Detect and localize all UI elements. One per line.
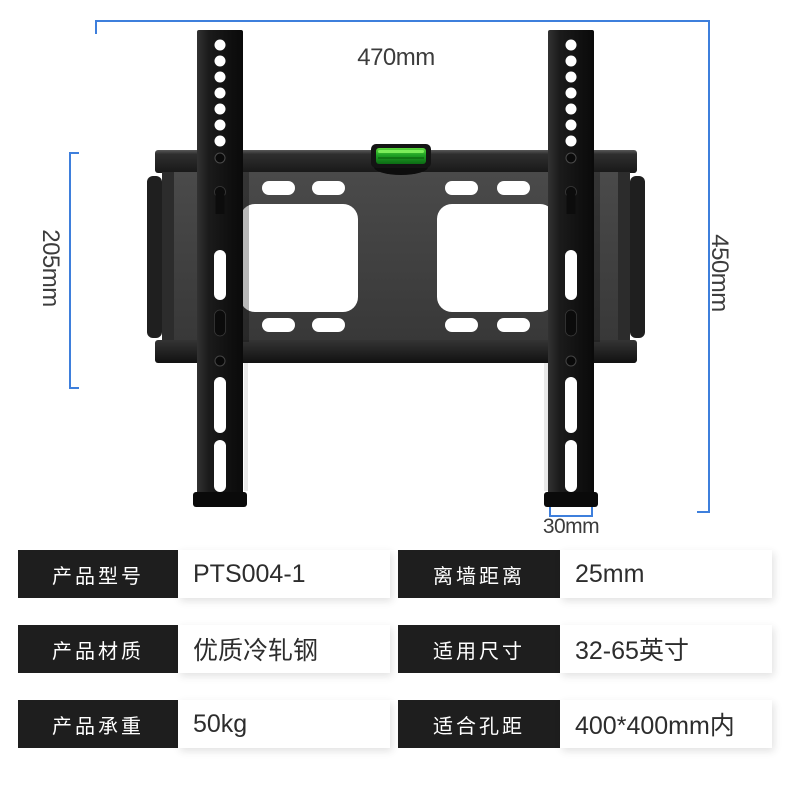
bubble-level-icon [371,144,431,175]
spec-value-wall-distance: 25mm [560,550,772,598]
spec-value-material: 优质冷轧钢 [178,625,390,673]
spec-label-wall-distance: 离墙距离 [398,550,560,598]
dimension-label-arm: 30mm [542,515,600,538]
dim-line-top-right [95,20,710,513]
spec-label-model: 产品型号 [18,550,178,598]
spec-label-hole-pitch: 适合孔距 [398,700,560,748]
left-rail [193,30,247,507]
spec-label-load: 产品承重 [18,700,178,748]
spec-label-material: 产品材质 [18,625,178,673]
dimension-lines [69,20,710,517]
right-flange [630,176,645,338]
right-cutout [437,204,555,312]
dim-line-left [69,152,79,389]
left-flange [147,176,162,338]
mount-slots [262,181,530,332]
dimension-label-left: 205mm [37,229,64,307]
dimension-label-right: 450mm [706,234,733,312]
spec-value-load: 50kg [178,700,390,748]
dimension-label-top: 470mm [357,44,435,71]
spec-label-fit-size: 适用尺寸 [398,625,560,673]
dim-line-arm [549,507,593,517]
spec-value-fit-size: 32-65英寸 [560,625,772,673]
right-rail [544,30,598,507]
spec-value-hole-pitch: 400*400mm内 [560,700,772,748]
left-cutout [240,204,358,312]
spec-value-model: PTS004-1 [178,550,390,598]
